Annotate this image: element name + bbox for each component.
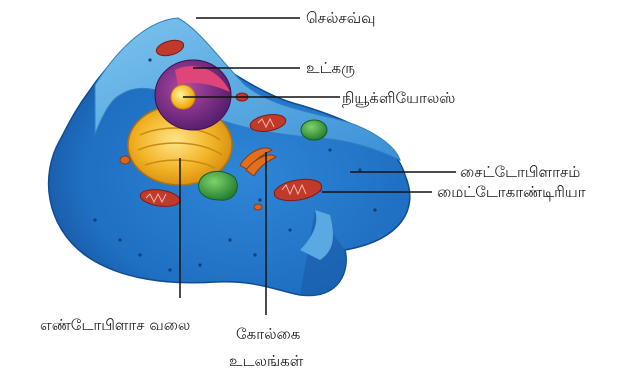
label-golgi-line-2: உடலங்கள் bbox=[229, 352, 304, 370]
label-nucleus: உட்கரு bbox=[306, 59, 355, 77]
label-cell-membrane: செல்சவ்வு bbox=[306, 9, 375, 27]
label-cytoplasm: சைட்டோபிளாசம் bbox=[460, 163, 580, 181]
label-endoplasmic-reticulum: எண்டோபிளாச வலை bbox=[40, 316, 190, 334]
label-golgi-line-1: கோல்கை bbox=[236, 325, 300, 343]
label-mitochondria: மைட்டோகாண்டிரியா bbox=[437, 183, 586, 201]
label-nucleolus: நியூக்ளியோலஸ் bbox=[342, 89, 455, 107]
